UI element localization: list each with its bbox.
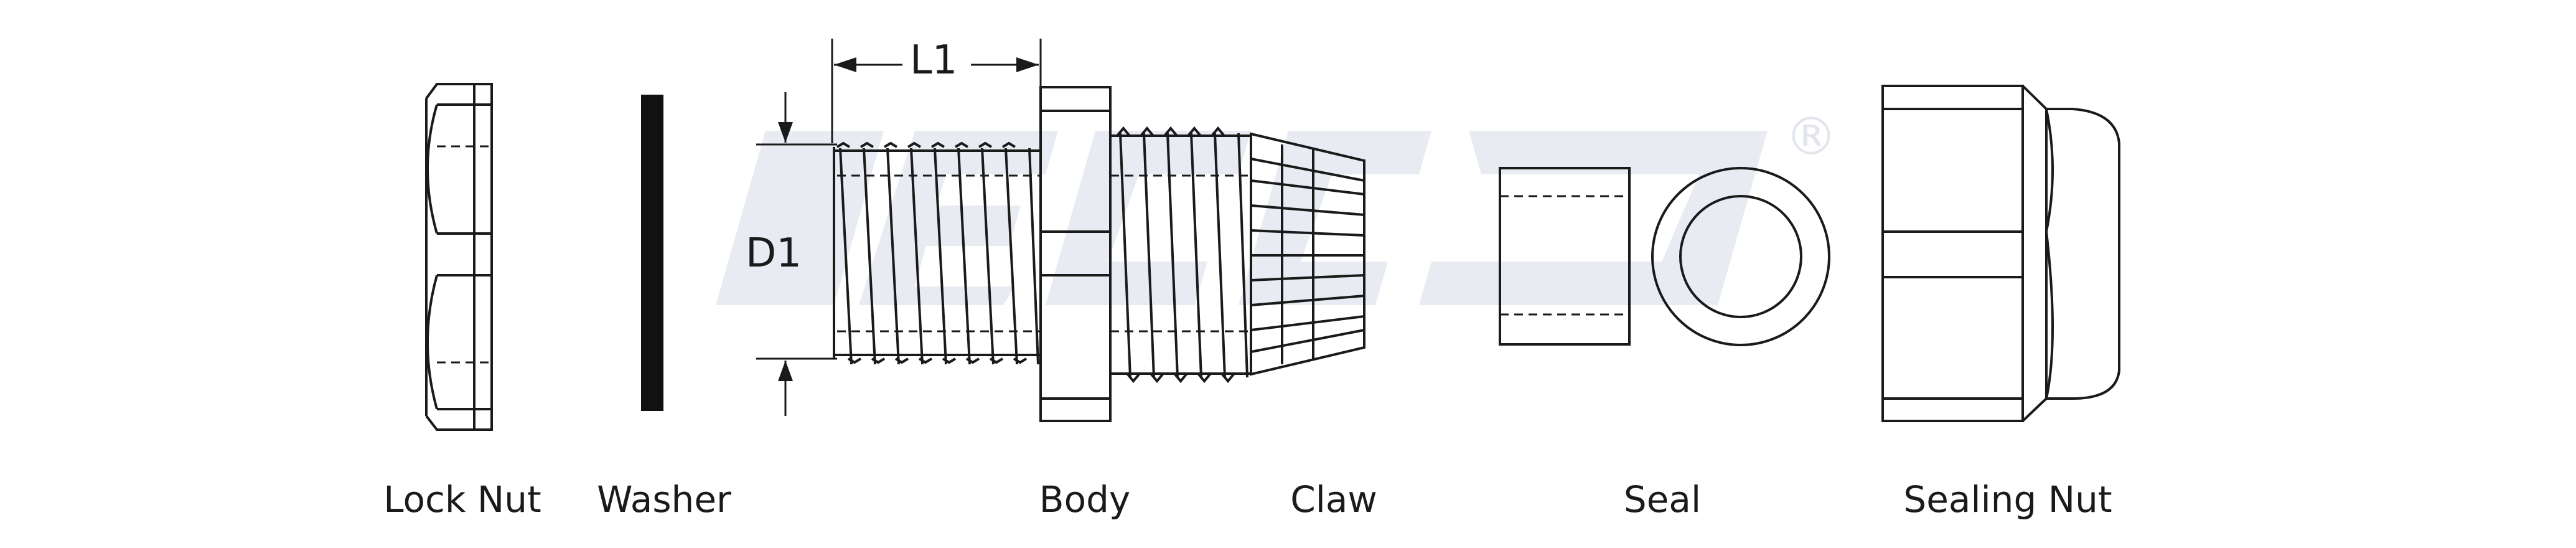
label-washer: Washer (597, 478, 731, 521)
label-lock-nut: Lock Nut (383, 478, 541, 521)
body-thread-left (833, 141, 1041, 365)
label-body: Body (1039, 478, 1131, 521)
dimension-d1-label: D1 (746, 230, 802, 276)
label-claw: Claw (1290, 478, 1377, 521)
dimension-d1-lines (756, 92, 837, 416)
washer-drawing (641, 95, 663, 411)
seal-ring-drawing (1651, 167, 1830, 346)
watermark-logo (716, 131, 1768, 305)
label-sealing-nut: Sealing Nut (1903, 478, 2112, 521)
dimension-l1-lines (831, 39, 1042, 143)
sealing-nut-drawing (1881, 85, 2120, 422)
claw-drawing (1250, 132, 1365, 376)
registered-mark: ® (1785, 106, 1837, 167)
dimension-l1-label: L1 (910, 37, 958, 83)
label-seal: Seal (1623, 478, 1702, 521)
seal-side-drawing (1499, 167, 1631, 346)
body-hex-collar (1039, 86, 1112, 422)
lock-nut-drawing (425, 83, 493, 431)
